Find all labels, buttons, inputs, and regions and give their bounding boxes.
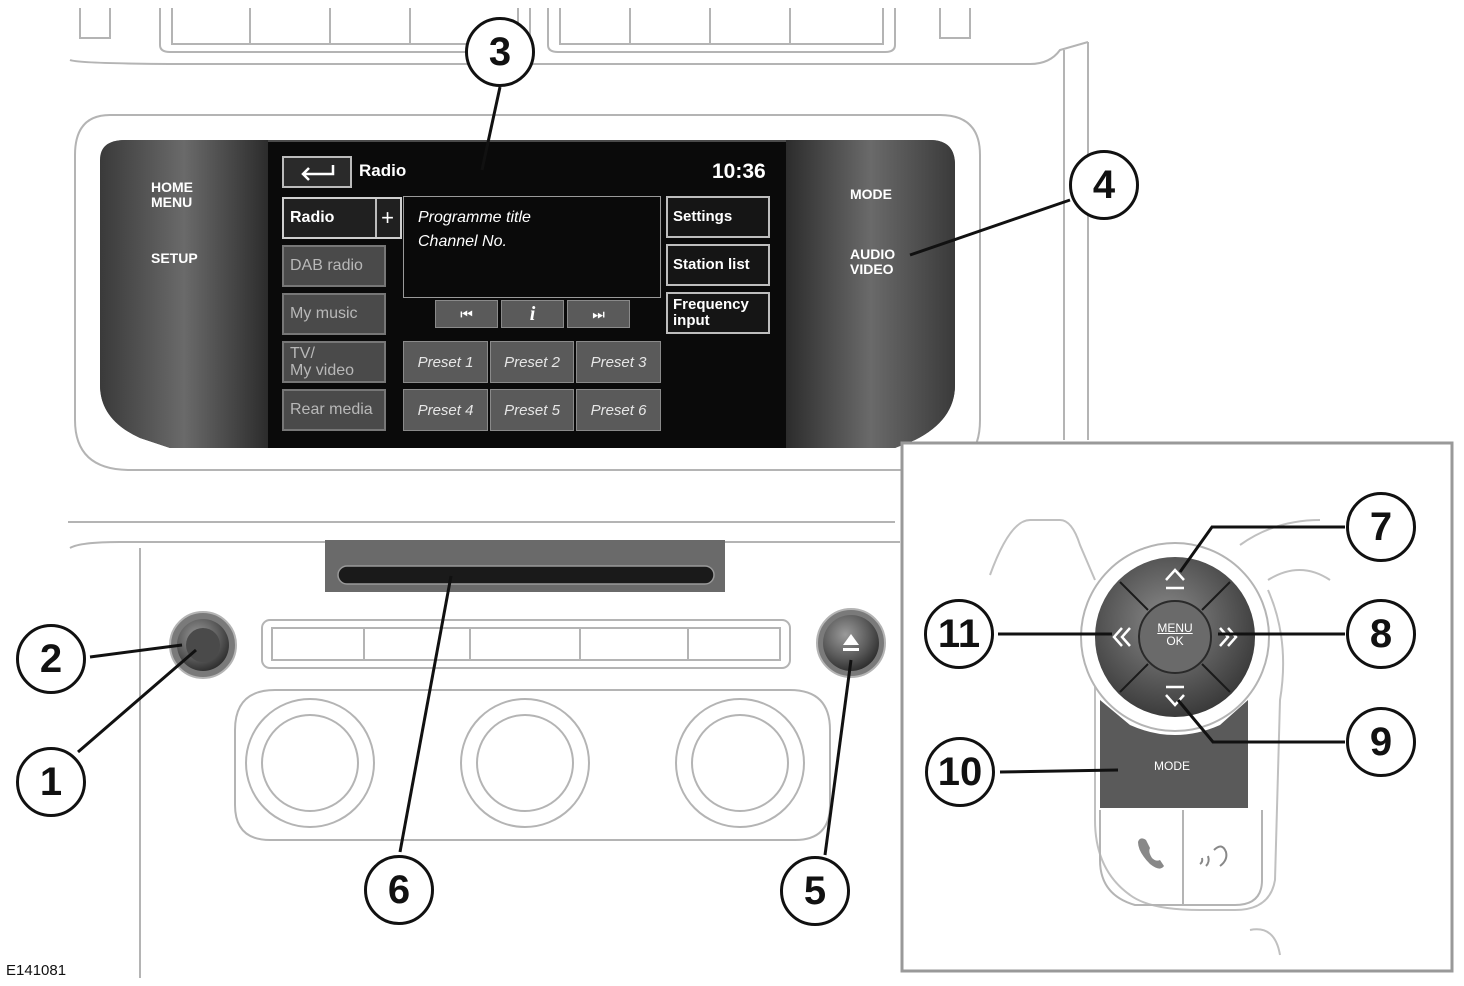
preset-4[interactable]: Preset 4 (403, 389, 488, 431)
voice-icon[interactable] (1199, 845, 1228, 867)
lower-console (68, 521, 900, 978)
ok-label: OK (1166, 634, 1184, 648)
screen-title: Radio (359, 161, 407, 180)
leader-lines (77, 86, 1345, 856)
callout-8: 8 (1346, 599, 1416, 669)
audio-video-label[interactable]: AUDIO VIDEO (850, 246, 896, 277)
callout-4: 4 (1069, 150, 1139, 220)
tab-my-music[interactable]: My music (282, 293, 386, 335)
tab-radio[interactable]: Radio + (282, 197, 402, 239)
station-list-button[interactable]: Station list (666, 244, 770, 286)
phone-icon[interactable] (1138, 838, 1164, 869)
frequency-input-button[interactable]: Frequency input (666, 292, 770, 334)
down-arrow-icon (1165, 685, 1185, 707)
callout-2: 2 (16, 624, 86, 694)
callout-5: 5 (780, 856, 850, 926)
steering-mode-label: MODE (1154, 759, 1190, 773)
preset-3[interactable]: Preset 3 (576, 341, 661, 383)
menu-label: MENU (1157, 621, 1193, 635)
preset-6[interactable]: Preset 6 (576, 389, 661, 431)
seek-back-button[interactable]: ⏮ (435, 300, 498, 328)
tab-dab-radio[interactable]: DAB radio (282, 245, 386, 287)
up-arrow-icon (1165, 568, 1185, 590)
callout-3: 3 (465, 17, 535, 87)
seek-forward-icon (1219, 627, 1238, 647)
steering-mode-button[interactable] (1100, 700, 1248, 808)
seek-back-icon (1112, 627, 1131, 647)
back-arrow-icon (301, 165, 335, 181)
power-volume-knob[interactable] (169, 611, 237, 679)
callout-10: 10 (925, 737, 995, 807)
seek-forward-button[interactable]: ⏭ (567, 300, 630, 328)
callout-6: 6 (364, 855, 434, 925)
eject-button[interactable] (816, 608, 886, 678)
programme-title: Programme title (418, 209, 531, 226)
callout-7: 7 (1346, 492, 1416, 562)
clock: 10:36 (712, 160, 766, 183)
preset-2[interactable]: Preset 2 (490, 341, 574, 383)
info-button[interactable]: i (501, 300, 564, 328)
back-button[interactable] (282, 156, 352, 188)
eject-icon (843, 634, 859, 651)
mode-panel-label[interactable]: MODE (850, 186, 892, 202)
steering-dpad (1080, 542, 1270, 732)
home-menu-label[interactable]: HOME MENU (151, 179, 193, 210)
callout-11: 11 (924, 599, 994, 669)
tab-rear-media[interactable]: Rear media (282, 389, 386, 431)
callout-9: 9 (1346, 707, 1416, 777)
phone-voice-pad (1099, 810, 1263, 906)
channel-number: Channel No. (418, 233, 507, 250)
settings-button[interactable]: Settings (666, 196, 770, 238)
figure-id: E141081 (6, 962, 67, 979)
disc-slot (337, 565, 715, 585)
tab-radio-label: Radio (290, 209, 335, 226)
tab-tv-my-video[interactable]: TV/ My video (282, 341, 386, 383)
top-vents (69, 8, 1089, 440)
preset-5[interactable]: Preset 5 (490, 389, 574, 431)
add-icon[interactable]: + (375, 199, 394, 237)
callout-1: 1 (16, 747, 86, 817)
menu-ok-button[interactable]: MENU OK (1147, 622, 1203, 648)
station-info-panel: Programme title Channel No. (403, 196, 661, 298)
setup-label[interactable]: SETUP (151, 250, 198, 266)
preset-1[interactable]: Preset 1 (403, 341, 488, 383)
